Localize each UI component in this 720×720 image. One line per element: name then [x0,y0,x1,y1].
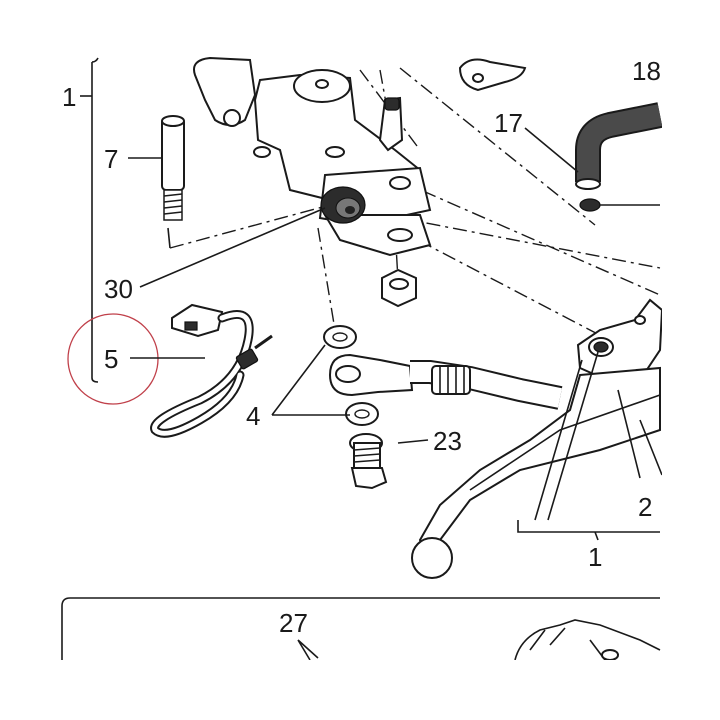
bolt-part-7 [161,115,185,221]
callout-1-bottom: 1 [588,542,602,572]
group-bracket-left [80,57,99,383]
group-bracket-bottom [517,520,660,541]
callout-7: 7 [104,144,118,174]
callout-30: 30 [104,274,133,304]
hose-part-17 [575,102,663,212]
callout-1-top: 1 [62,82,76,112]
switch-part-5 [150,303,273,438]
master-cylinder-body [193,56,527,257]
bushing-part-30 [320,186,366,224]
crop-mask-top [0,0,720,56]
banjo-bolt-part-23 [349,433,388,490]
callout-5: 5 [104,344,118,374]
callout-27: 27 [279,608,308,638]
callout-23: 23 [433,426,462,456]
highlight-circle [67,313,159,405]
nut-part [381,268,417,308]
washer-parts-4 [323,325,379,426]
crop-mask-bottom [0,660,720,720]
banjo-hose [328,353,563,410]
callout-18: 18 [632,56,661,86]
callout-4: 4 [246,401,260,431]
brake-lever-part [411,298,664,579]
callout-17: 17 [494,108,523,138]
leader-lines [128,127,663,661]
crop-mask-right [662,0,720,720]
callout-2: 2 [638,492,652,522]
inset-panel-27 [61,597,661,661]
